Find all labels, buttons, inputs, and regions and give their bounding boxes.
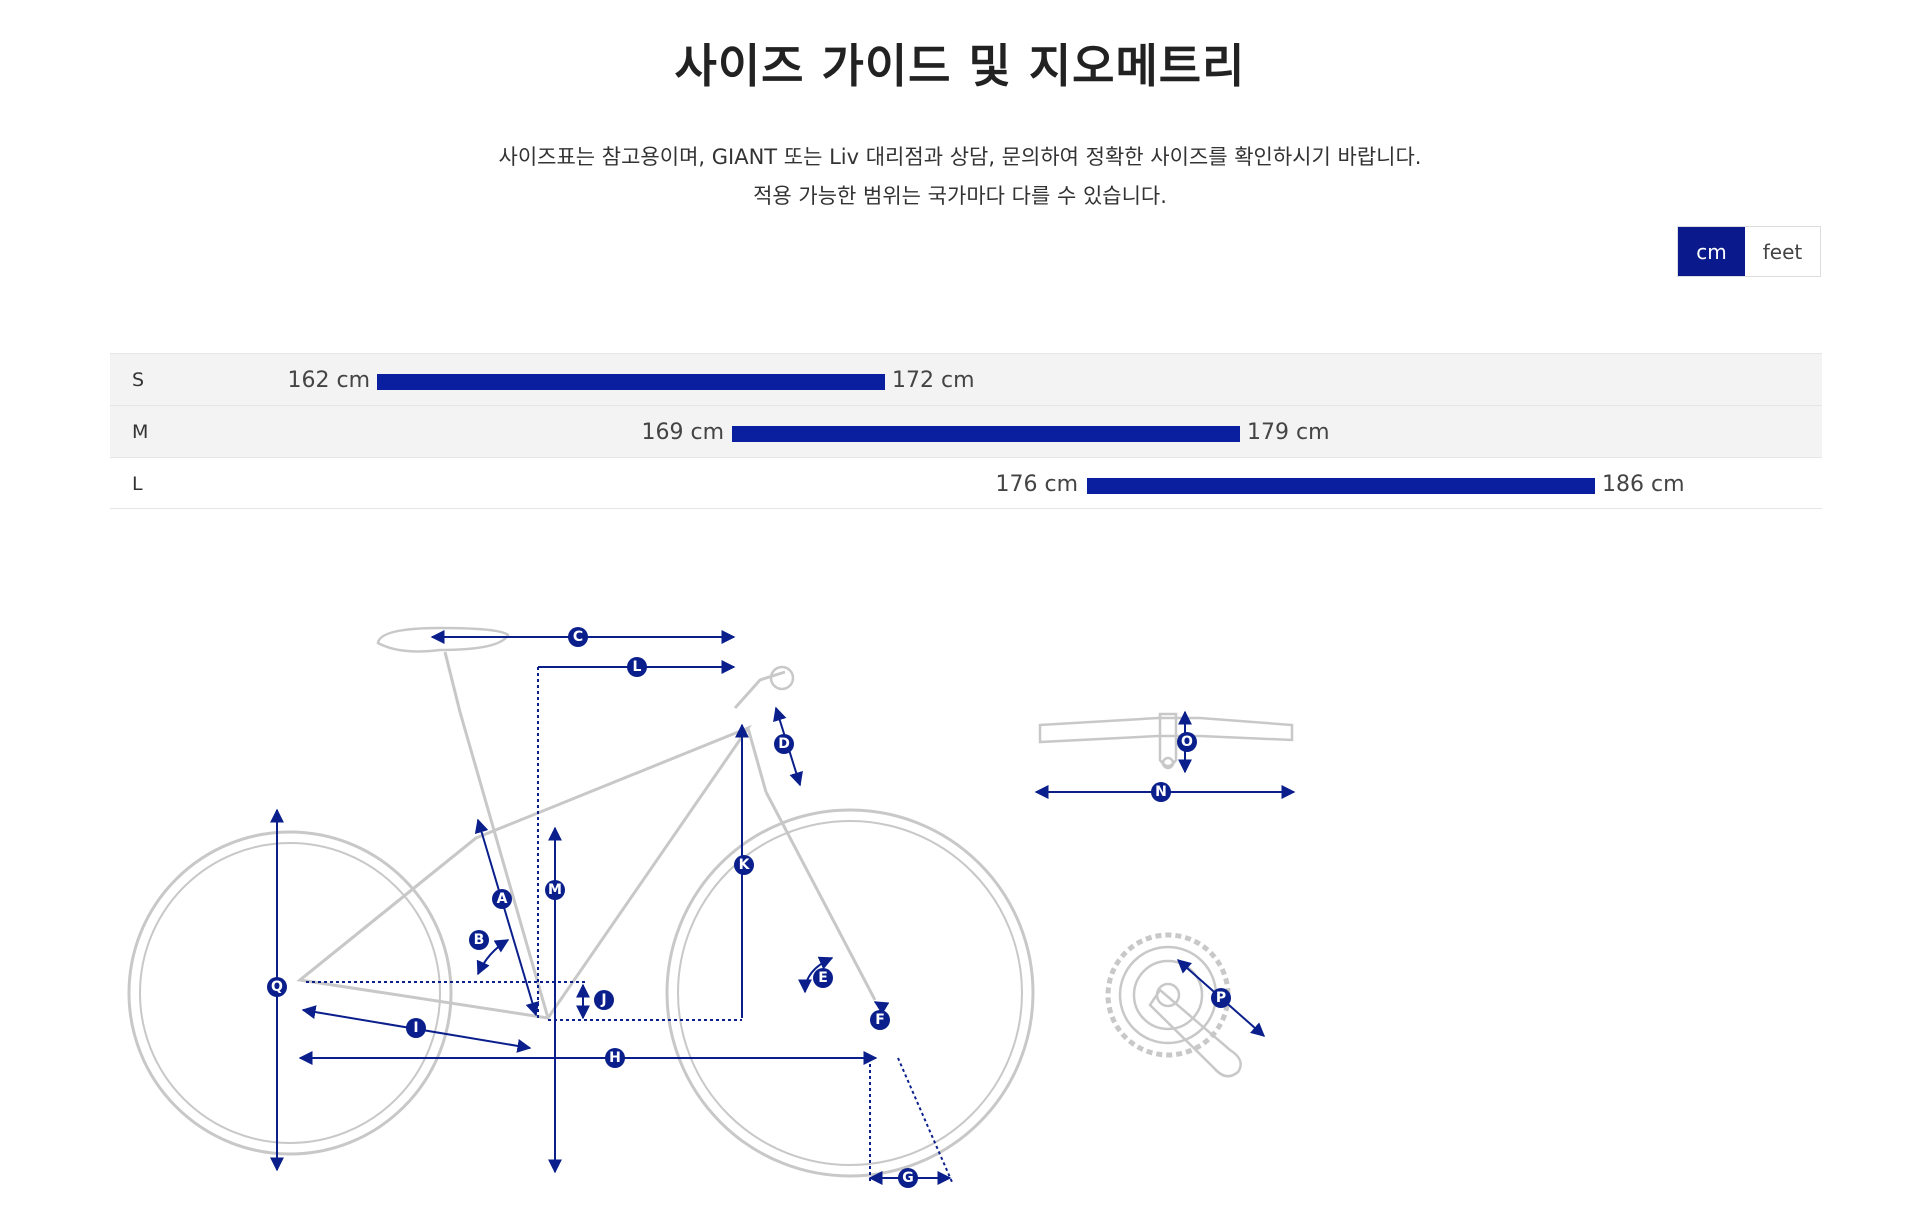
size-range-bar [1087, 478, 1595, 494]
geometry-label-b: B [469, 930, 489, 950]
bike-geometry-diagram: A B C D E F G H I J K L M N O P Q [127, 626, 1296, 1188]
size-label: M [132, 421, 149, 443]
geometry-label-f: F [870, 1010, 890, 1030]
geometry-label-a: A [492, 889, 512, 909]
size-max-height: 179 cm [1247, 420, 1330, 445]
geometry-label-n: N [1151, 782, 1171, 802]
geometry-label-m: M [545, 880, 565, 900]
size-min-height: 169 cm [641, 420, 724, 445]
handlebar-drawing [1038, 712, 1294, 770]
svg-text:N: N [1155, 784, 1167, 800]
svg-text:F: F [875, 1012, 885, 1028]
unit-toggle: cm feet [1677, 226, 1821, 277]
size-range-bar [732, 426, 1240, 442]
size-range-bar [377, 374, 885, 390]
geometry-label-o: O [1177, 732, 1197, 752]
size-min-height: 176 cm [995, 472, 1078, 497]
size-row-l: L 176 cm 186 cm [110, 457, 1822, 509]
size-min-height: 162 cm [287, 368, 370, 393]
svg-text:E: E [818, 970, 828, 986]
svg-text:P: P [1216, 990, 1226, 1006]
size-guide-description: 사이즈표는 참고용이며, GIANT 또는 Liv 대리점과 상담, 문의하여 … [0, 138, 1920, 216]
size-label: L [132, 473, 143, 495]
geometry-label-q: Q [267, 977, 287, 997]
geometry-label-i: I [406, 1018, 426, 1038]
svg-text:H: H [609, 1050, 621, 1066]
geometry-letter-badges: A B C D E F G H I J K L M N O P Q [267, 627, 1231, 1188]
svg-text:I: I [413, 1020, 418, 1036]
geometry-label-h: H [605, 1048, 625, 1068]
size-label: S [132, 369, 145, 391]
size-row-m: M 169 cm 179 cm [110, 405, 1822, 457]
geometry-label-e: E [813, 968, 833, 988]
svg-text:M: M [548, 882, 562, 898]
page-title: 사이즈 가이드 및 지오메트리 [674, 39, 1246, 93]
svg-text:Q: Q [271, 979, 283, 995]
svg-text:K: K [739, 857, 751, 873]
geometry-label-p: P [1211, 988, 1231, 1008]
geometry-label-d: D [774, 734, 794, 754]
geometry-label-g: G [898, 1168, 918, 1188]
size-row-s: S 162 cm 172 cm [110, 353, 1822, 405]
description-line-1: 사이즈표는 참고용이며, GIANT 또는 Liv 대리점과 상담, 문의하여 … [498, 145, 1422, 169]
geometry-label-k: K [734, 855, 754, 875]
svg-text:O: O [1181, 734, 1193, 750]
unit-feet-button[interactable]: feet [1745, 227, 1820, 276]
svg-text:J: J [600, 992, 606, 1008]
svg-text:G: G [902, 1170, 914, 1186]
geometry-label-l: L [627, 657, 647, 677]
unit-cm-button[interactable]: cm [1678, 227, 1745, 276]
size-range-table: S 162 cm 172 cm M 169 cm 179 cm L 176 cm… [110, 353, 1822, 509]
svg-text:A: A [497, 891, 508, 907]
geometry-label-c: C [568, 627, 588, 647]
geometry-label-j: J [594, 990, 614, 1010]
size-max-height: 186 cm [1602, 472, 1685, 497]
svg-text:D: D [778, 736, 790, 752]
svg-text:C: C [573, 629, 583, 645]
bike-frame-drawing [127, 626, 1035, 1178]
size-max-height: 172 cm [892, 368, 975, 393]
svg-text:B: B [474, 932, 485, 948]
svg-text:L: L [633, 659, 642, 675]
description-line-2: 적용 가능한 범위는 국가마다 다를 수 있습니다. [753, 184, 1167, 208]
